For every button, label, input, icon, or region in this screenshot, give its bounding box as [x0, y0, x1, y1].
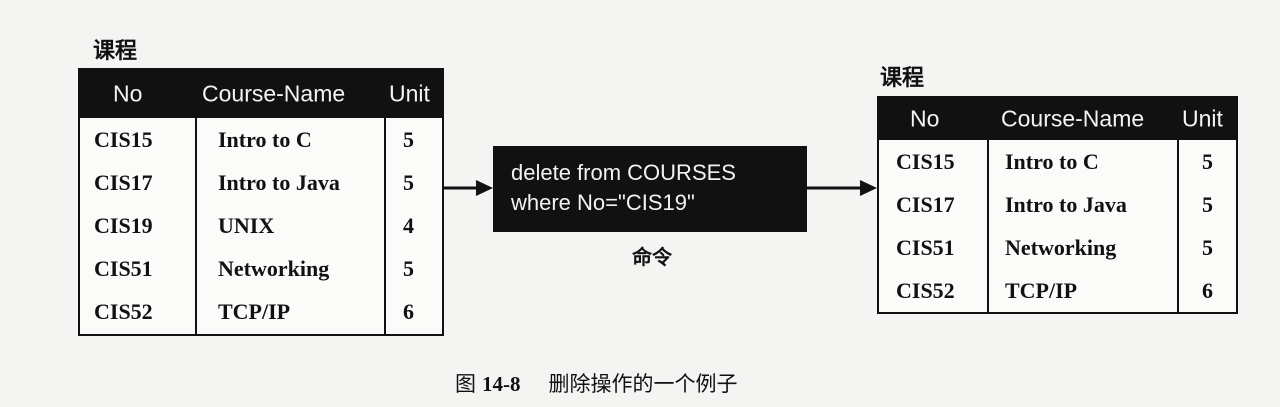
arrow-to-command	[444, 180, 493, 196]
table-row: CIS51 Networking 5	[879, 226, 1236, 269]
after-divider-1	[987, 140, 989, 312]
before-table-body: CIS15 Intro to C 5 CIS17 Intro to Java 5…	[80, 118, 442, 334]
after-table-body: CIS15 Intro to C 5 CIS17 Intro to Java 5…	[879, 140, 1236, 312]
table-row: CIS15 Intro to C 5	[879, 140, 1236, 183]
table-row: CIS52 TCP/IP 6	[80, 290, 442, 333]
cell-no: CIS19	[94, 212, 153, 238]
before-table-header: No Course-Name Unit	[80, 70, 442, 118]
cell-no: CIS17	[896, 191, 955, 217]
cell-unit: 5	[403, 255, 414, 281]
cell-no: CIS52	[896, 277, 955, 303]
cell-unit: 5	[1202, 234, 1213, 260]
sql-command-box: delete from COURSES where No="CIS19"	[493, 146, 807, 232]
after-table-header: No Course-Name Unit	[879, 98, 1236, 140]
cell-unit: 4	[403, 212, 414, 238]
header-course-name: Course-Name	[202, 80, 346, 107]
after-divider-2	[1177, 140, 1179, 312]
cell-no: CIS52	[94, 298, 153, 324]
cell-unit: 5	[403, 169, 414, 195]
cell-course-name: Intro to C	[218, 126, 312, 152]
cell-unit: 6	[1202, 277, 1213, 303]
caption-text: 删除操作的一个例子	[548, 372, 738, 396]
cell-course-name: TCP/IP	[1005, 277, 1078, 303]
before-divider-2	[384, 118, 386, 334]
table-row: CIS17 Intro to Java 5	[879, 183, 1236, 226]
header-no: No	[113, 80, 143, 107]
header-course-name: Course-Name	[1001, 105, 1145, 132]
header-no: No	[910, 105, 940, 132]
cell-no: CIS17	[94, 169, 153, 195]
cell-no: CIS51	[94, 255, 153, 281]
cell-course-name: UNIX	[218, 212, 275, 238]
cell-no: CIS51	[896, 234, 955, 260]
cell-course-name: TCP/IP	[218, 298, 291, 324]
table-row: CIS19 UNIX 4	[80, 204, 442, 247]
before-table: No Course-Name Unit CIS15 Intro to C 5 C…	[78, 68, 444, 336]
caption-prefix: 图	[455, 372, 476, 396]
caption-number: 14-8	[482, 372, 521, 396]
command-label: 命令	[632, 245, 672, 269]
arrow-to-result	[807, 180, 877, 196]
cell-course-name: Intro to C	[1005, 148, 1099, 174]
cell-no: CIS15	[896, 148, 955, 174]
table-row: CIS17 Intro to Java 5	[80, 161, 442, 204]
cell-course-name: Intro to Java	[218, 169, 340, 195]
cell-unit: 5	[1202, 148, 1213, 174]
cell-unit: 6	[403, 298, 414, 324]
cell-course-name: Networking	[218, 255, 330, 281]
header-unit: Unit	[389, 80, 430, 107]
cell-course-name: Networking	[1005, 234, 1117, 260]
after-table-title: 课程	[880, 66, 925, 91]
after-table: No Course-Name Unit CIS15 Intro to C 5 C…	[877, 96, 1238, 314]
before-divider-1	[195, 118, 197, 334]
cell-no: CIS15	[94, 126, 153, 152]
table-row: CIS15 Intro to C 5	[80, 118, 442, 161]
table-row: CIS52 TCP/IP 6	[879, 269, 1236, 312]
table-row: CIS51 Networking 5	[80, 247, 442, 290]
cell-unit: 5	[403, 126, 414, 152]
cell-course-name: Intro to Java	[1005, 191, 1127, 217]
sql-command-line-2: where No="CIS19"	[511, 190, 695, 215]
before-table-title: 课程	[93, 39, 138, 64]
header-unit: Unit	[1182, 105, 1223, 132]
sql-command-line-1: delete from COURSES	[511, 160, 736, 185]
cell-unit: 5	[1202, 191, 1213, 217]
